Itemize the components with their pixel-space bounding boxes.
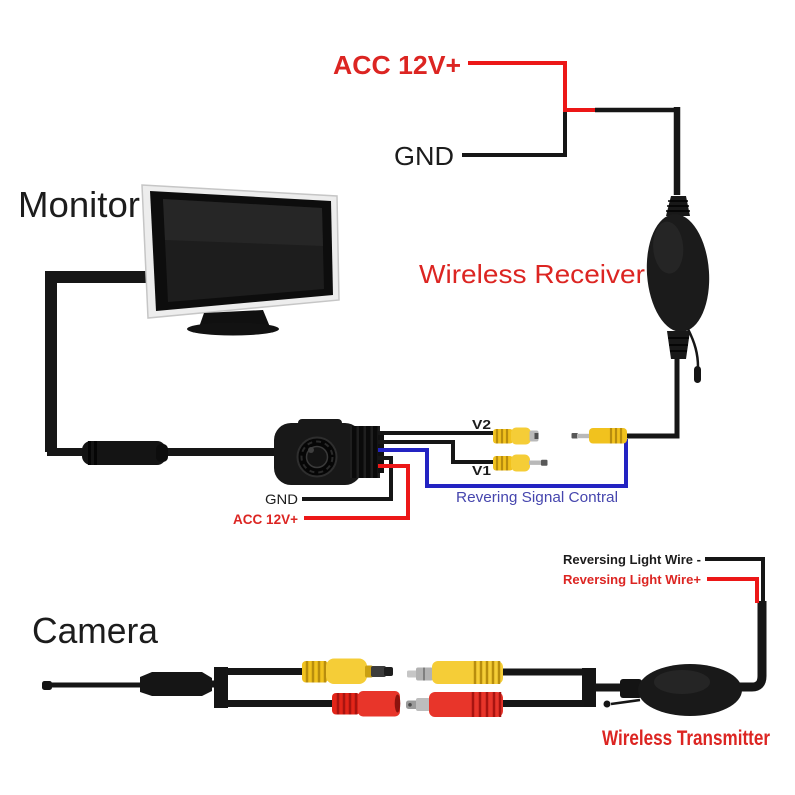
junction-collar-rib: [366, 426, 371, 478]
red-male-barrel: [416, 698, 430, 711]
junction-lens-ring: [300, 440, 334, 474]
camera-cable-assembly: Camera: [32, 610, 401, 717]
red-male-tip: [406, 700, 418, 709]
red-female-ridges: [336, 693, 358, 715]
yellow-metal-pin: [407, 670, 418, 678]
inline-connector-body: [82, 441, 166, 465]
v1-rca-connector: [493, 454, 548, 472]
receiver-plug-pin: [577, 433, 590, 439]
camera-label: Camera: [32, 610, 159, 651]
v2-connector-body: [511, 427, 531, 445]
camera-splitter-bar: [214, 667, 228, 708]
acc-12v-top-label: ACC 12V+: [333, 50, 461, 80]
receiver-video-cable: [626, 358, 680, 439]
receiver-antenna: [686, 328, 700, 368]
reversing-light-neg-label: Reversing Light Wire -: [563, 552, 701, 567]
inline-connector-ridge: [94, 441, 97, 465]
red-female-body: [358, 691, 400, 717]
junction-collar-rib: [359, 426, 364, 478]
camera-junction: [274, 419, 384, 485]
receiver-bottom-ribs: [668, 337, 689, 352]
inline-connector-ridge: [88, 441, 91, 465]
receiver-top-ribs: [666, 200, 690, 212]
v1-connector-ridges: [495, 456, 509, 471]
transmitter-splitter-bar: [582, 668, 596, 707]
inline-connector: [82, 441, 168, 465]
transmitter-antenna-tip: [603, 700, 611, 708]
monitor-illustration: [141, 184, 340, 336]
transmitter-yellow-rca: [407, 661, 503, 684]
monitor-cable-vertical: [45, 271, 151, 452]
acc-mid-wire: [304, 464, 410, 520]
gnd-mid-label: GND: [265, 491, 298, 507]
reversing-signal-wire: [378, 439, 628, 488]
v2-connector-ridges: [495, 429, 509, 444]
transmitter-power-cable: [740, 601, 767, 692]
v1-label: V1: [472, 463, 491, 478]
receiver-plug-body: [589, 428, 627, 444]
receiver-plug-tip: [571, 433, 578, 439]
reversing-light-neg-wire: [705, 557, 765, 603]
v2-label: V2: [472, 417, 491, 432]
monitor-screen-sheen: [163, 199, 323, 246]
v1-connector-tip: [541, 459, 548, 466]
reversing-light-pos-wire: [707, 577, 759, 603]
transmitter-red-ridges: [471, 692, 502, 717]
v1-wire: [378, 440, 493, 464]
wireless-receiver-label: Wireless Receiver: [419, 259, 645, 289]
transmitter-nub: [620, 679, 642, 698]
transmitter-cable-assembly: Reversing Light Wire - Reversing Light W…: [406, 552, 770, 750]
receiver-rca-plug: [571, 428, 627, 444]
reversing-light-pos-label: Reversing Light Wire+: [563, 572, 701, 587]
camera-molded-connector: [140, 672, 212, 696]
transmitter-body-highlight: [654, 670, 710, 694]
wireless-transmitter-label: Wireless Transmitter: [602, 727, 770, 750]
v1-connector-body: [511, 454, 530, 472]
junction-collar-rib: [352, 426, 357, 478]
acc-mid-label: ACC 12V+: [233, 512, 298, 527]
v2-connector-socket-hole: [534, 433, 539, 439]
monitor-stand-base: [187, 322, 279, 336]
junction-collar-rib: [373, 426, 378, 478]
top-power-wiring: ACC 12V+ GND: [333, 50, 681, 195]
yellow-male-plug-tip: [384, 667, 393, 676]
receiver-plug-ridges: [609, 428, 623, 444]
camera-yellow-male-rca: [302, 658, 393, 684]
monitor-label: Monitor: [18, 184, 140, 225]
transmitter-red-male-dc: [406, 692, 503, 717]
transmitter-yellow-ridges: [473, 661, 501, 684]
transmitter-yellow-body: [432, 661, 503, 684]
transmitter-antenna: [610, 698, 641, 706]
receiver-antenna-tip: [694, 366, 701, 383]
camera-red-female-dc: [332, 691, 401, 717]
yellow-male-body: [326, 658, 367, 684]
transmitter-red-body: [429, 692, 503, 717]
reversing-signal-label: Revering Signal Contral: [456, 489, 618, 506]
acc-top-wire: [468, 61, 597, 112]
junction-breakout-wiring: V2 V1 Revering Signal Contral GND ACC 12…: [233, 417, 628, 527]
monitor-assembly: Monitor: [18, 184, 340, 465]
gnd-mid-wire: [302, 456, 393, 501]
wireless-receiver-assembly: Wireless Receiver: [419, 196, 710, 439]
junction-lens-glint: [308, 447, 314, 453]
red-female-opening: [394, 694, 401, 713]
gnd-top-wire: [462, 110, 567, 157]
red-male-tip-hole: [408, 703, 412, 707]
camera-cable-tip: [42, 681, 52, 690]
yellow-male-plug: [371, 666, 386, 677]
receiver-body-highlight: [653, 221, 684, 274]
yellow-male-ridged: [302, 661, 328, 683]
yellow-male-ridges: [305, 661, 327, 683]
inline-connector-tip: [156, 444, 168, 462]
gnd-top-label: GND: [394, 141, 454, 171]
v2-rca-connector: [493, 427, 539, 445]
v1-connector-pin: [529, 460, 542, 465]
